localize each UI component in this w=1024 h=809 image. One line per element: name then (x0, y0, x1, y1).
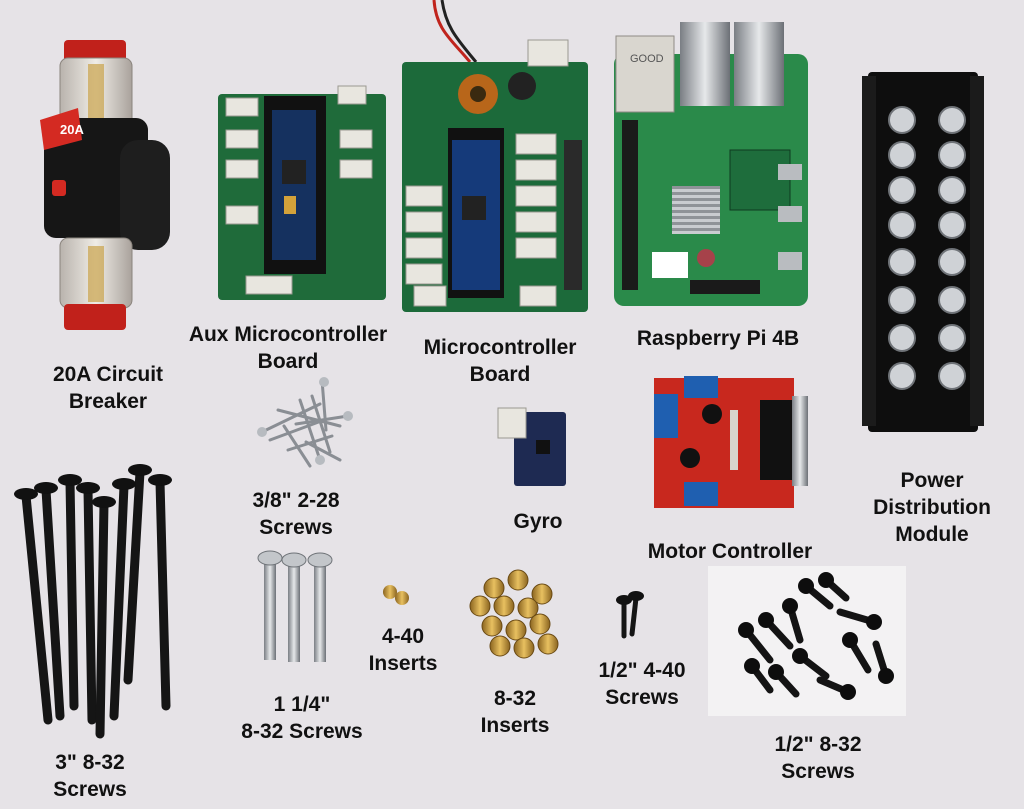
label-screws-half-8-32: 1/2" 8-32 Screws (774, 733, 862, 783)
microcontroller-board (402, 0, 588, 312)
label-gyro: Gyro (513, 510, 563, 533)
screws-2-28-pile (260, 378, 350, 468)
screws-half-8-32-pile (708, 566, 906, 716)
gyro-module (497, 407, 566, 486)
label-inserts-8-32: 8-32 Inserts (480, 687, 550, 737)
label-micro-board: Microcontroller Board (423, 336, 577, 386)
screws-1-25-group (257, 550, 333, 662)
label-circuit-breaker: 20A Circuit Breaker (52, 363, 164, 413)
label-screws-1-25: 1 1/4" 8-32 Screws (241, 693, 363, 743)
screws-half-4-40-group (621, 595, 639, 639)
pi-port-label: GOOD (630, 53, 664, 65)
label-raspberry-pi: Raspberry Pi 4B (636, 327, 800, 350)
label-screws-half-4-40: 1/2" 4-40 Screws (598, 659, 686, 709)
label-aux-board: Aux Microcontroller Board (188, 323, 388, 373)
label-motor-controller: Motor Controller (647, 540, 813, 563)
label-screws-2-28: 3/8" 2-28 Screws (252, 489, 340, 539)
raspberry-pi-board: GOOD (614, 22, 808, 306)
screws-3in-bundle (21, 467, 171, 739)
power-distribution-module (862, 72, 984, 432)
inserts-8-32-group (469, 569, 559, 659)
inserts-4-40-group (383, 585, 409, 605)
aux-microcontroller-board (218, 85, 386, 300)
label-screws-3in: 3" 8-32 Screws (53, 751, 127, 801)
motor-controller (654, 376, 808, 508)
label-inserts-4-40: 4-40 Inserts (368, 625, 438, 675)
breaker-rating-text: 20A (60, 122, 84, 137)
label-power-module: Power Distribution Module (873, 469, 991, 546)
circuit-breaker: 20A (40, 40, 170, 330)
